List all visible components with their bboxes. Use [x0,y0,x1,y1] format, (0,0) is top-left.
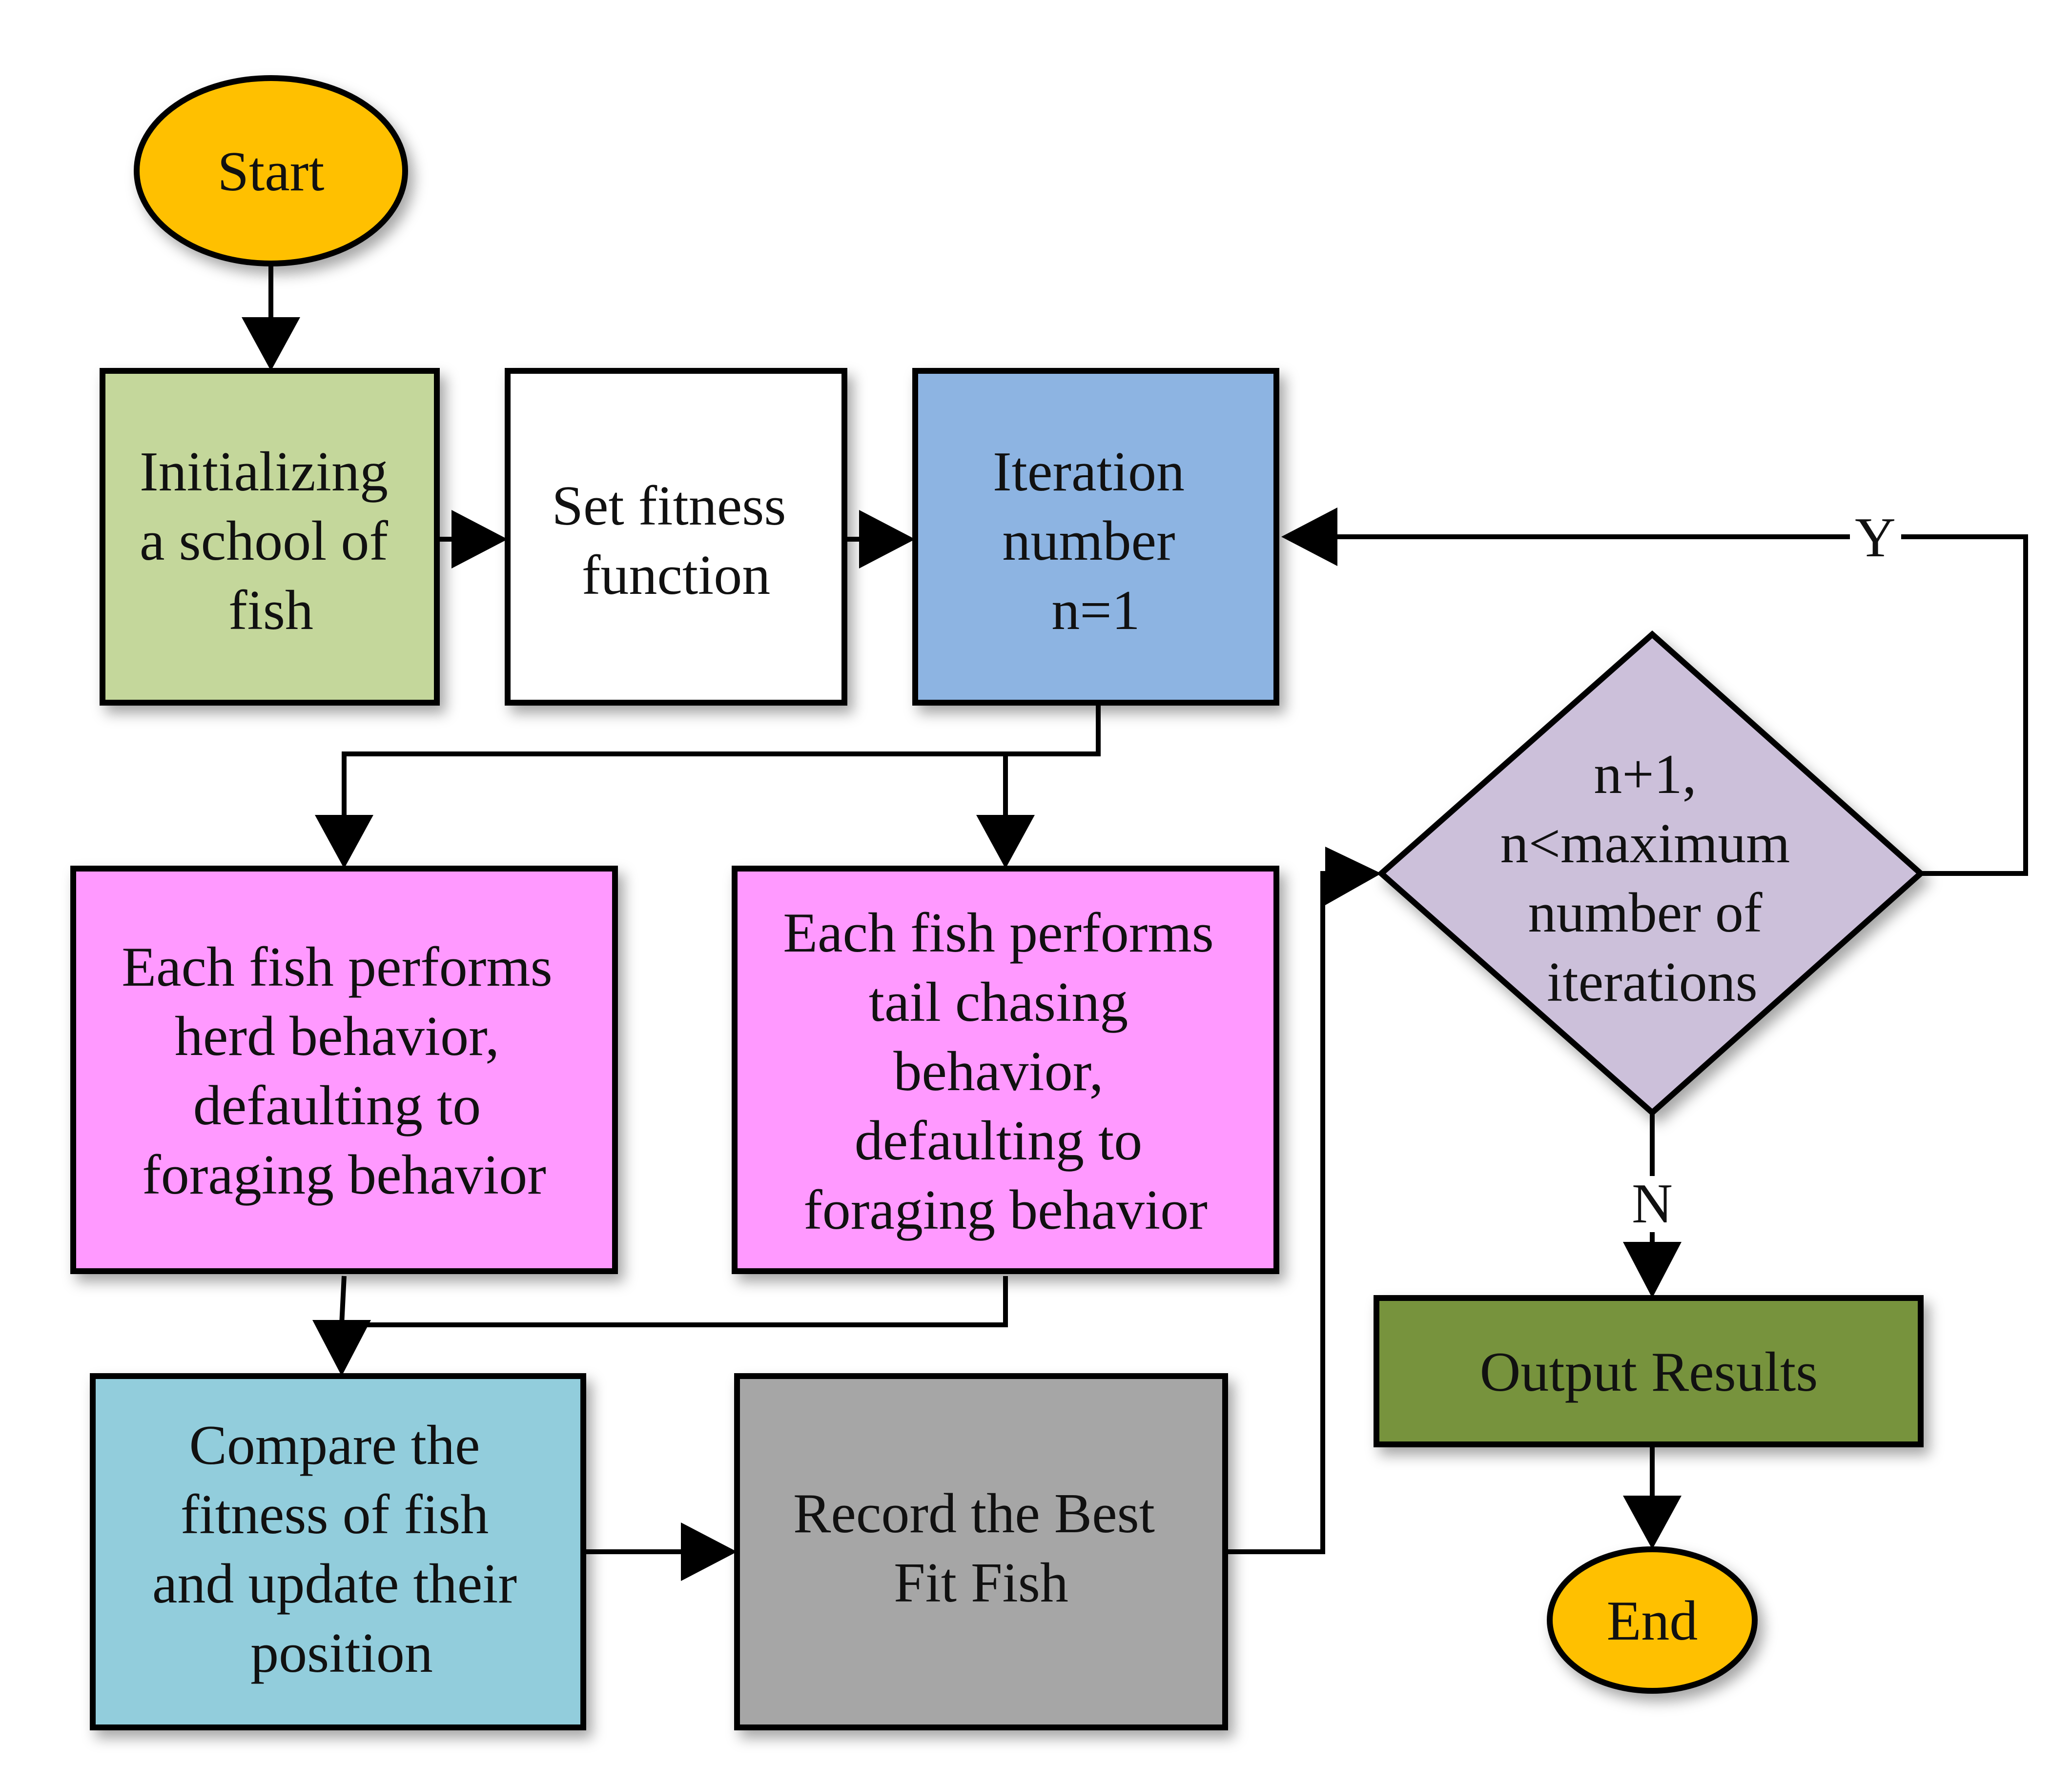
svg-text:Each fish performs her: Each fish performs herd behavior, defaul… [122,936,567,1206]
svg-text:Initializing a school: Initializing a school of fish [140,441,402,642]
edges: Y N [242,266,2028,1581]
init-shape [100,368,440,706]
tail-line-3: behavior, [893,1040,1103,1103]
decision-node: n+1, n<maximum number of iterations [1376,630,1926,1117]
svg-text:Compare the fitness of: Compare the fitness of fish and update t… [152,1414,531,1684]
iteration-shape [912,368,1279,706]
arrowhead-yes-to-iteration [1281,507,1337,566]
edge-iteration-split [342,705,1101,825]
arrowhead-no-to-output [1623,1242,1682,1298]
iteration-line-2: number [1002,510,1175,572]
compare-line-2: fitness of fish [181,1483,489,1546]
svg-text:End: End [1607,1590,1698,1652]
svg-text:Iteration number: Iteration number n=1 [993,441,1199,642]
start-label: Start [217,141,324,203]
arrowhead-record-to-decision [1325,847,1381,905]
arrowhead-to-tail [976,815,1035,869]
init-line-3: fish [228,579,313,642]
decision-line-2: n<maximum [1500,812,1790,875]
init-line-1: Initializing [140,441,388,503]
fitness-shape [505,368,847,706]
decision-line-3: number of [1528,882,1763,944]
iteration-line-3: n=1 [1051,579,1140,642]
record-shape [734,1373,1228,1730]
init-line-2: a school of [140,510,388,572]
end-shape [1547,1546,1758,1694]
compare-line-3: and update their [152,1553,517,1615]
output-node: Output Results [1374,1295,1924,1447]
compare-line-4: position [250,1622,433,1684]
arrowhead-init-to-fitness [451,510,508,568]
svg-text:n+1, n<maximum: n+1, n<maximum number of iterations [1500,743,1805,1014]
iteration-node: Iteration number n=1 [912,368,1279,706]
compare-line-1: Compare the [189,1414,480,1477]
output-shape [1374,1295,1924,1447]
fitness-line-2: function [582,544,771,607]
tail-line-4: defaulting to [855,1110,1143,1172]
no-label-bg [1623,1176,1682,1232]
herd-shape [70,866,618,1274]
iteration-line-1: Iteration [993,441,1185,503]
start-node: Start [134,75,408,266]
decision-line-4: iterations [1547,951,1758,1014]
svg-text:Output Results: Output Results [1480,1341,1818,1403]
tail-line-5: foraging behavior [803,1179,1208,1241]
compare-shape [90,1373,586,1730]
arrowhead-compare-to-record [681,1522,737,1581]
tail-line-2: tail chasing [869,971,1128,1034]
edge-herd-tail-merge [339,1276,1008,1327]
edge-decision-yes-loop [1328,534,2028,876]
tail-node: Each fish performs tail chasing behavior… [732,866,1279,1274]
nodes: Start Initializing a school of fish Set … [70,75,1926,1730]
end-node: End [1547,1546,1758,1694]
init-node: Initializing a school of fish [100,368,440,706]
arrowhead-to-compare [312,1320,371,1376]
herd-line-2: herd behavior, [175,1005,499,1068]
arrowhead-output-to-end [1623,1496,1682,1549]
herd-node: Each fish performs herd behavior, defaul… [70,866,618,1274]
end-label: End [1607,1590,1698,1652]
decision-shape [1376,630,1926,1117]
record-line-1: Record the Best [793,1482,1155,1545]
decision-line-1: n+1, [1594,743,1696,806]
svg-text:Set fitness function: Set fitness function [552,475,800,607]
start-shape [134,75,408,266]
herd-line-4: foraging behavior [142,1144,546,1206]
arrowhead-start-to-init [242,317,300,371]
fitness-line-1: Set fitness [552,475,786,537]
yes-label: Y [1855,507,1896,569]
yes-label-bg [1850,512,1901,566]
fitness-node: Set fitness function [505,368,847,706]
record-line-2: Fit Fish [894,1552,1068,1614]
record-node: Record the Best Fit Fish [734,1373,1228,1730]
compare-node: Compare the fitness of fish and update t… [90,1373,586,1730]
arrowhead-to-herd [315,815,373,869]
herd-line-3: defaulting to [193,1075,481,1137]
herd-line-1: Each fish performs [122,936,553,998]
svg-text:Start: Start [217,141,324,203]
output-label: Output Results [1480,1341,1818,1403]
tail-shape [732,866,1279,1274]
svg-text:Record the Best Fit Fi: Record the Best Fit Fish [793,1482,1169,1614]
svg-text:Each fish performs tai: Each fish performs tail chasing behavior… [783,902,1228,1241]
no-label: N [1632,1173,1673,1235]
tail-line-1: Each fish performs [783,902,1214,964]
arrowhead-fitness-to-iteration [859,510,915,568]
